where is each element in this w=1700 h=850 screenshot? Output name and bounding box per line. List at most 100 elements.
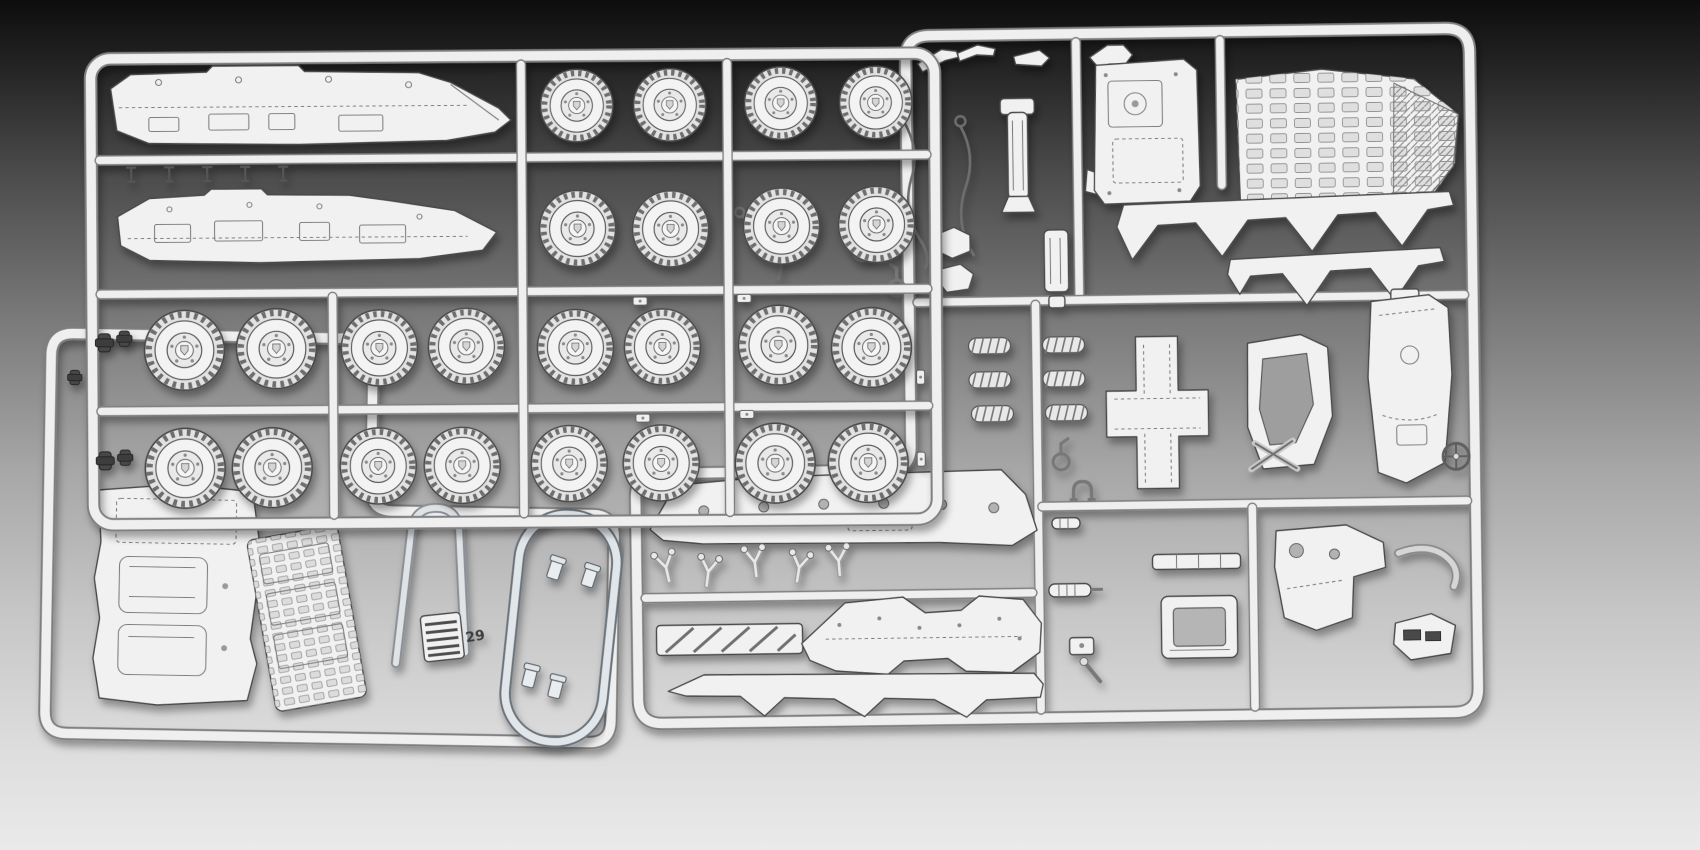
sprue-a [83, 46, 945, 532]
antenna-bit-part [163, 166, 176, 183]
axle-bit-part [736, 293, 752, 303]
engine-deck-part [246, 525, 367, 712]
small-box-part [1068, 636, 1095, 656]
wheel-part [744, 67, 817, 140]
wheel-part [144, 310, 224, 390]
dark-polycap-part [117, 449, 134, 466]
suspension-fork-part [694, 553, 723, 587]
wheel-part [145, 428, 225, 508]
dark-polycap-part [116, 330, 133, 347]
periscope-part [518, 661, 542, 690]
console-part [1160, 594, 1239, 660]
hull-half-part [116, 188, 498, 264]
wheel-part [735, 423, 815, 503]
runner-bar [515, 59, 530, 519]
runner-bar [94, 149, 932, 166]
cross-panel-part [1105, 335, 1210, 490]
runner-bar [327, 291, 340, 520]
wheel-part [531, 425, 608, 502]
side-panel-part [1367, 288, 1453, 484]
tow-hook-part [1051, 437, 1071, 472]
axle-bit-part [916, 369, 926, 385]
wiper-part [956, 44, 997, 62]
axle-bit-part [635, 413, 651, 423]
coil-spring-part [968, 370, 1012, 389]
coil-spring-part [1042, 369, 1086, 388]
wheel-part [232, 428, 312, 508]
sprue-d-clear [499, 508, 623, 748]
cross-member-part [667, 672, 1044, 718]
hull-half-part [109, 64, 512, 146]
periscope-part [578, 561, 602, 590]
antenna-bit-part [277, 165, 290, 182]
fender-strip-part [1116, 190, 1455, 261]
runner-bar [1247, 502, 1261, 712]
axle-bit-part [632, 296, 648, 306]
dark-polycap-part [95, 451, 115, 471]
periscope-part [543, 553, 568, 582]
runner-bar [96, 400, 934, 417]
grille-step-part [419, 611, 465, 663]
wheel-part [428, 308, 505, 385]
roof-panel-part [1093, 58, 1202, 205]
suspension-fork-part [825, 543, 852, 576]
periscope-part [544, 672, 568, 701]
runner-bar [95, 283, 933, 300]
lever-part [1079, 657, 1103, 684]
antenna-bit-part [125, 166, 138, 183]
wheel-part [540, 69, 613, 142]
runner-bar [721, 57, 736, 518]
wheel-part [236, 308, 316, 388]
wheel-part [838, 186, 915, 263]
axle-bit-part [916, 451, 926, 467]
wheel-part [633, 69, 706, 142]
suspension-fork-part [785, 548, 815, 583]
runner-bar [1214, 34, 1227, 191]
crossed-tools-part [1248, 437, 1301, 473]
dark-polycap-part [67, 369, 83, 386]
wheel-part [624, 309, 701, 386]
suspension-fork-part [650, 548, 681, 584]
coil-spring-part [1041, 335, 1086, 354]
wheel-part [537, 309, 614, 386]
wheel-part [743, 188, 820, 265]
armor-plate-part [1235, 68, 1460, 214]
wheel-part [539, 190, 616, 267]
antenna-bit-part [201, 166, 214, 183]
mount-part [1043, 229, 1070, 309]
cab-frame-part [1246, 333, 1334, 470]
linkage-part [1012, 49, 1051, 67]
damper-part [1048, 582, 1103, 598]
wheel-part [839, 66, 912, 139]
wheel-part [340, 428, 417, 505]
fender-strip-part [1226, 246, 1446, 307]
wheel-part [424, 427, 501, 504]
axle-bit-part [739, 409, 755, 419]
dark-polycap-part [94, 333, 114, 353]
coil-spring-part [1044, 403, 1089, 422]
wheel-part [738, 305, 818, 385]
shackle-part [1069, 479, 1096, 502]
part-number-label: 29 [464, 627, 486, 646]
step-rail-part [1151, 552, 1242, 571]
wheel-part [831, 307, 911, 387]
coil-spring-part [970, 404, 1015, 423]
wheel-part [632, 191, 709, 268]
runner-bar [640, 587, 1038, 604]
runner-bar [1070, 36, 1085, 301]
wheel-part [623, 425, 700, 502]
tube-runner-part [1393, 544, 1461, 591]
suspension-fork-part [740, 543, 768, 577]
lattice-beam-part [655, 622, 804, 657]
chassis-plate-part [800, 595, 1043, 675]
hull-tub-part [92, 483, 260, 706]
coil-spring-part [967, 336, 1012, 355]
steering-wheel-part [1441, 441, 1471, 471]
wheel-part [828, 422, 908, 502]
cylinder-part [1051, 516, 1081, 530]
exhaust-part [999, 97, 1037, 214]
mount-bracket-part [1273, 524, 1387, 632]
antenna-bit-part [239, 165, 252, 182]
